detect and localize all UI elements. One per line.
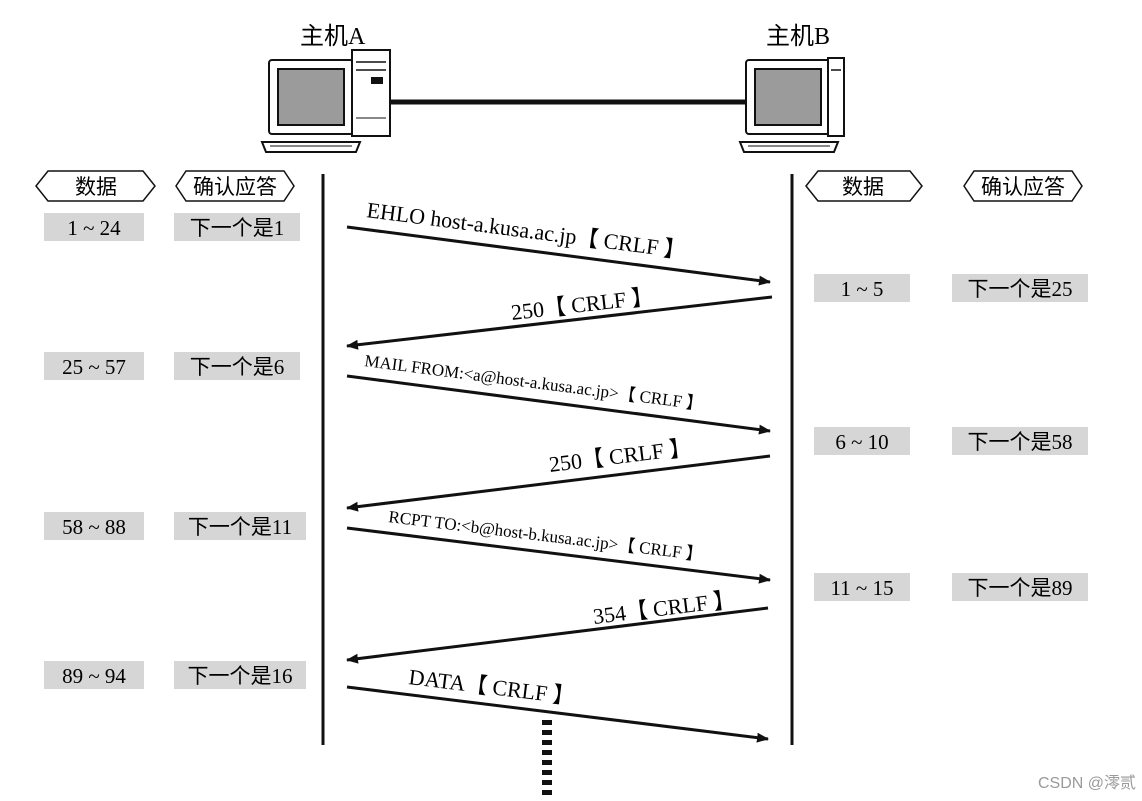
message-label: 250【 CRLF 】 [548, 435, 693, 477]
message-arrow [346, 295, 773, 350]
message: EHLO host-a.kusa.ac.jp【 CRLF 】 [346, 197, 771, 286]
message-arrow [346, 606, 769, 664]
left-row-data: 58 ~ 88 [62, 515, 126, 539]
left-ack-header-label: 确认应答 [193, 175, 277, 199]
right-row-data: 11 ~ 15 [830, 576, 893, 600]
right-row-ack: 下一个是89 [968, 576, 1073, 600]
left-row: 1 ~ 24 下一个是1 [44, 213, 300, 241]
left-ack-header: 确认应答 [175, 170, 295, 202]
host-a-label: 主机A [300, 23, 366, 50]
message: DATA【 CRLF 】 [346, 664, 769, 743]
message-arrow [346, 454, 771, 512]
left-row-ack: 下一个是11 [188, 515, 292, 539]
message-arrow [346, 225, 771, 286]
right-ack-header-label: 确认应答 [981, 175, 1065, 199]
message-label: DATA【 CRLF 】 [407, 664, 576, 709]
message-label: EHLO host-a.kusa.ac.jp【 CRLF 】 [365, 197, 687, 263]
message-arrow [346, 685, 769, 743]
left-data-header: 数据 [35, 170, 156, 202]
right-row-data: 6 ~ 10 [835, 430, 888, 454]
message: RCPT TO:<b@host-b.kusa.ac.jp>【 CRLF 】 [346, 507, 771, 584]
left-row-data: 89 ~ 94 [62, 664, 126, 688]
left-row: 25 ~ 57 下一个是6 [44, 352, 300, 380]
host-b-label: 主机B [766, 23, 830, 50]
left-row: 89 ~ 94 下一个是16 [44, 661, 306, 689]
left-data-header-label: 数据 [75, 175, 117, 199]
left-row-ack: 下一个是1 [190, 216, 285, 240]
right-row: 6 ~ 10 下一个是58 [814, 427, 1088, 455]
host-b-computer-icon [738, 57, 845, 153]
right-row-data: 1 ~ 5 [841, 277, 884, 301]
message: MAIL FROM:<a@host-a.kusa.ac.jp>【 CRLF 】 [346, 351, 771, 435]
right-row-ack: 下一个是25 [968, 277, 1073, 301]
message: 250【 CRLF 】 [346, 435, 771, 512]
right-row: 11 ~ 15 下一个是89 [814, 573, 1088, 601]
left-row-ack: 下一个是16 [188, 664, 293, 688]
message-label: 354【 CRLF 】 [592, 587, 737, 629]
left-row: 58 ~ 88 下一个是11 [44, 512, 306, 540]
right-row-ack: 下一个是58 [968, 430, 1073, 454]
watermark: CSDN @澪贰 [1037, 775, 1136, 792]
left-row-data: 25 ~ 57 [62, 355, 126, 379]
message-arrow [346, 526, 771, 584]
message-label: MAIL FROM:<a@host-a.kusa.ac.jp>【 CRLF 】 [363, 351, 704, 414]
right-data-header: 数据 [805, 170, 923, 202]
message-arrow [346, 374, 771, 435]
left-row-data: 1 ~ 24 [67, 216, 121, 240]
right-data-header-label: 数据 [842, 175, 884, 199]
message: 250【 CRLF 】 [346, 284, 773, 350]
message: 354【 CRLF 】 [346, 587, 769, 664]
left-row-ack: 下一个是6 [190, 355, 285, 379]
right-row: 1 ~ 5 下一个是25 [814, 274, 1088, 302]
message-label: RCPT TO:<b@host-b.kusa.ac.jp>【 CRLF 】 [388, 507, 704, 564]
right-ack-header: 确认应答 [963, 170, 1083, 202]
host-a-computer-icon [260, 49, 391, 153]
